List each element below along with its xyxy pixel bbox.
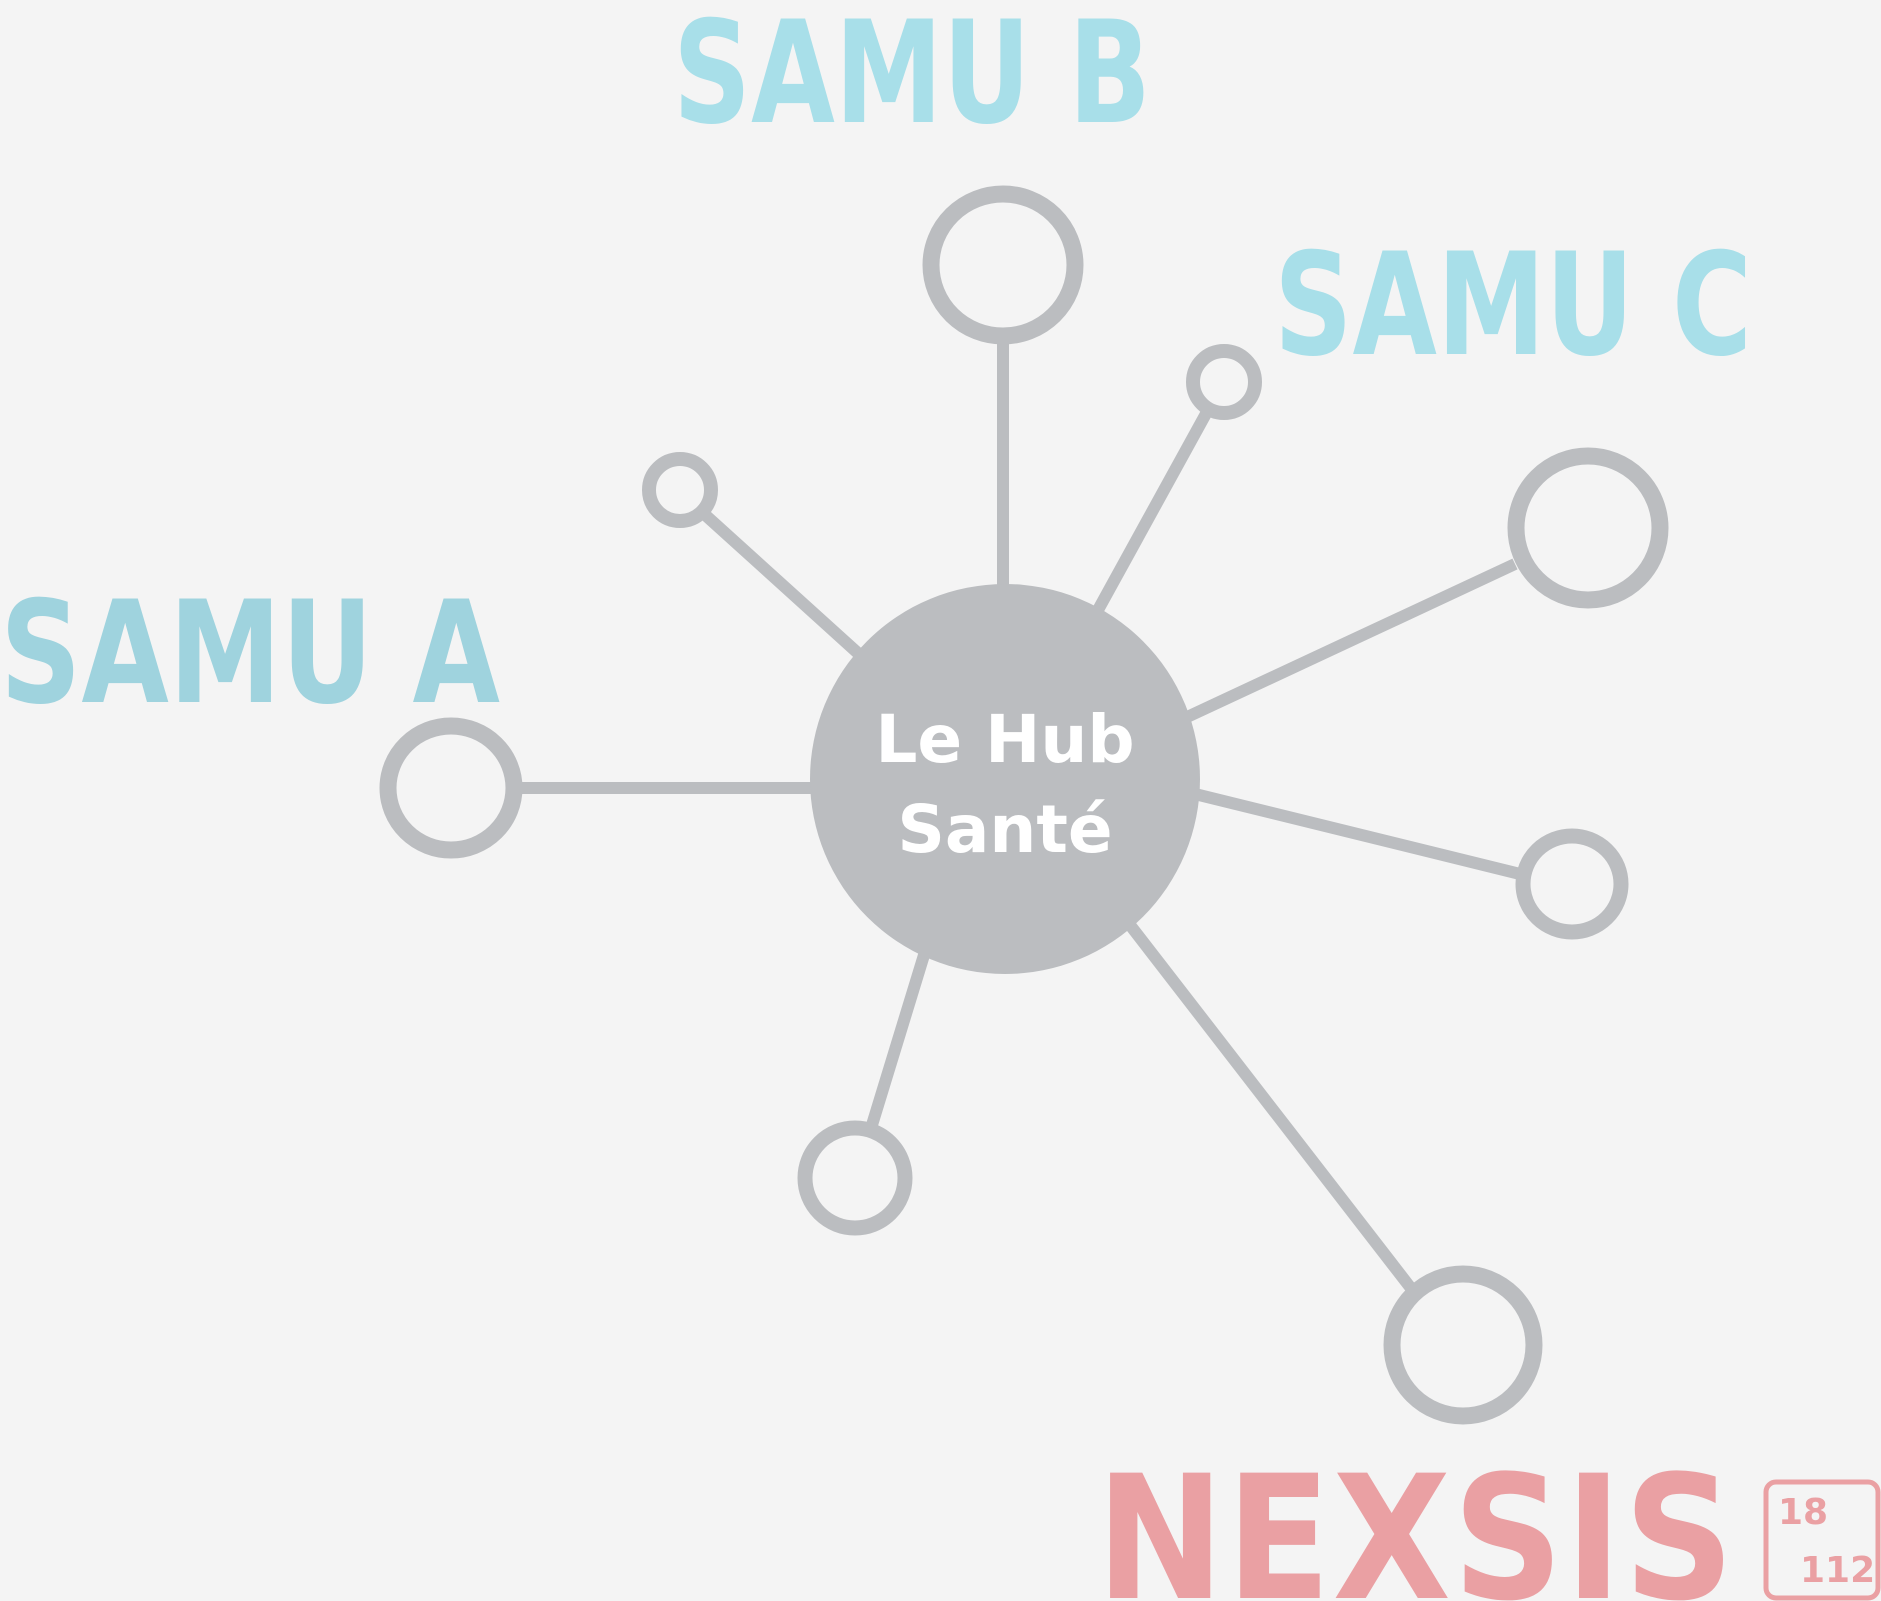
nexsis-logo: NEXSIS 18 112 bbox=[1096, 1438, 1881, 1601]
node-bottom-right bbox=[1383, 1265, 1543, 1425]
node-samu-c-small bbox=[1186, 344, 1262, 420]
nexsis-logo-badge-top: 18 bbox=[1778, 1492, 1828, 1533]
node-right-top bbox=[1507, 447, 1669, 609]
node-bottom-left bbox=[797, 1120, 913, 1236]
hub-label-line2: Santé bbox=[897, 791, 1112, 868]
connector-right-middle bbox=[1193, 788, 1522, 880]
connectors bbox=[512, 344, 1522, 1291]
node-samu-a bbox=[379, 717, 523, 859]
node-top-left-small bbox=[642, 452, 718, 528]
connector-right-top bbox=[1182, 558, 1518, 724]
connector-bottom-right bbox=[1125, 921, 1415, 1291]
node-samu-b bbox=[922, 185, 1084, 345]
connector-top-left-small bbox=[697, 507, 865, 660]
hub-node bbox=[810, 584, 1200, 974]
hub-label-line1: Le Hub bbox=[875, 701, 1134, 778]
node-right-middle bbox=[1515, 828, 1629, 940]
nexsis-logo-badge-bottom: 112 bbox=[1800, 1550, 1875, 1591]
nexsis-logo-badge bbox=[1763, 1479, 1881, 1601]
samu-c-label: SAMU C bbox=[1274, 223, 1752, 388]
samu-a-label: SAMU A bbox=[0, 571, 500, 736]
satellite-nodes bbox=[379, 185, 1669, 1425]
samu-b-label: SAMU B bbox=[673, 0, 1151, 156]
nexsis-logo-wordmark: NEXSIS bbox=[1096, 1438, 1736, 1601]
connector-bottom-left bbox=[866, 953, 930, 1127]
connector-samu-c-small bbox=[1092, 407, 1214, 613]
